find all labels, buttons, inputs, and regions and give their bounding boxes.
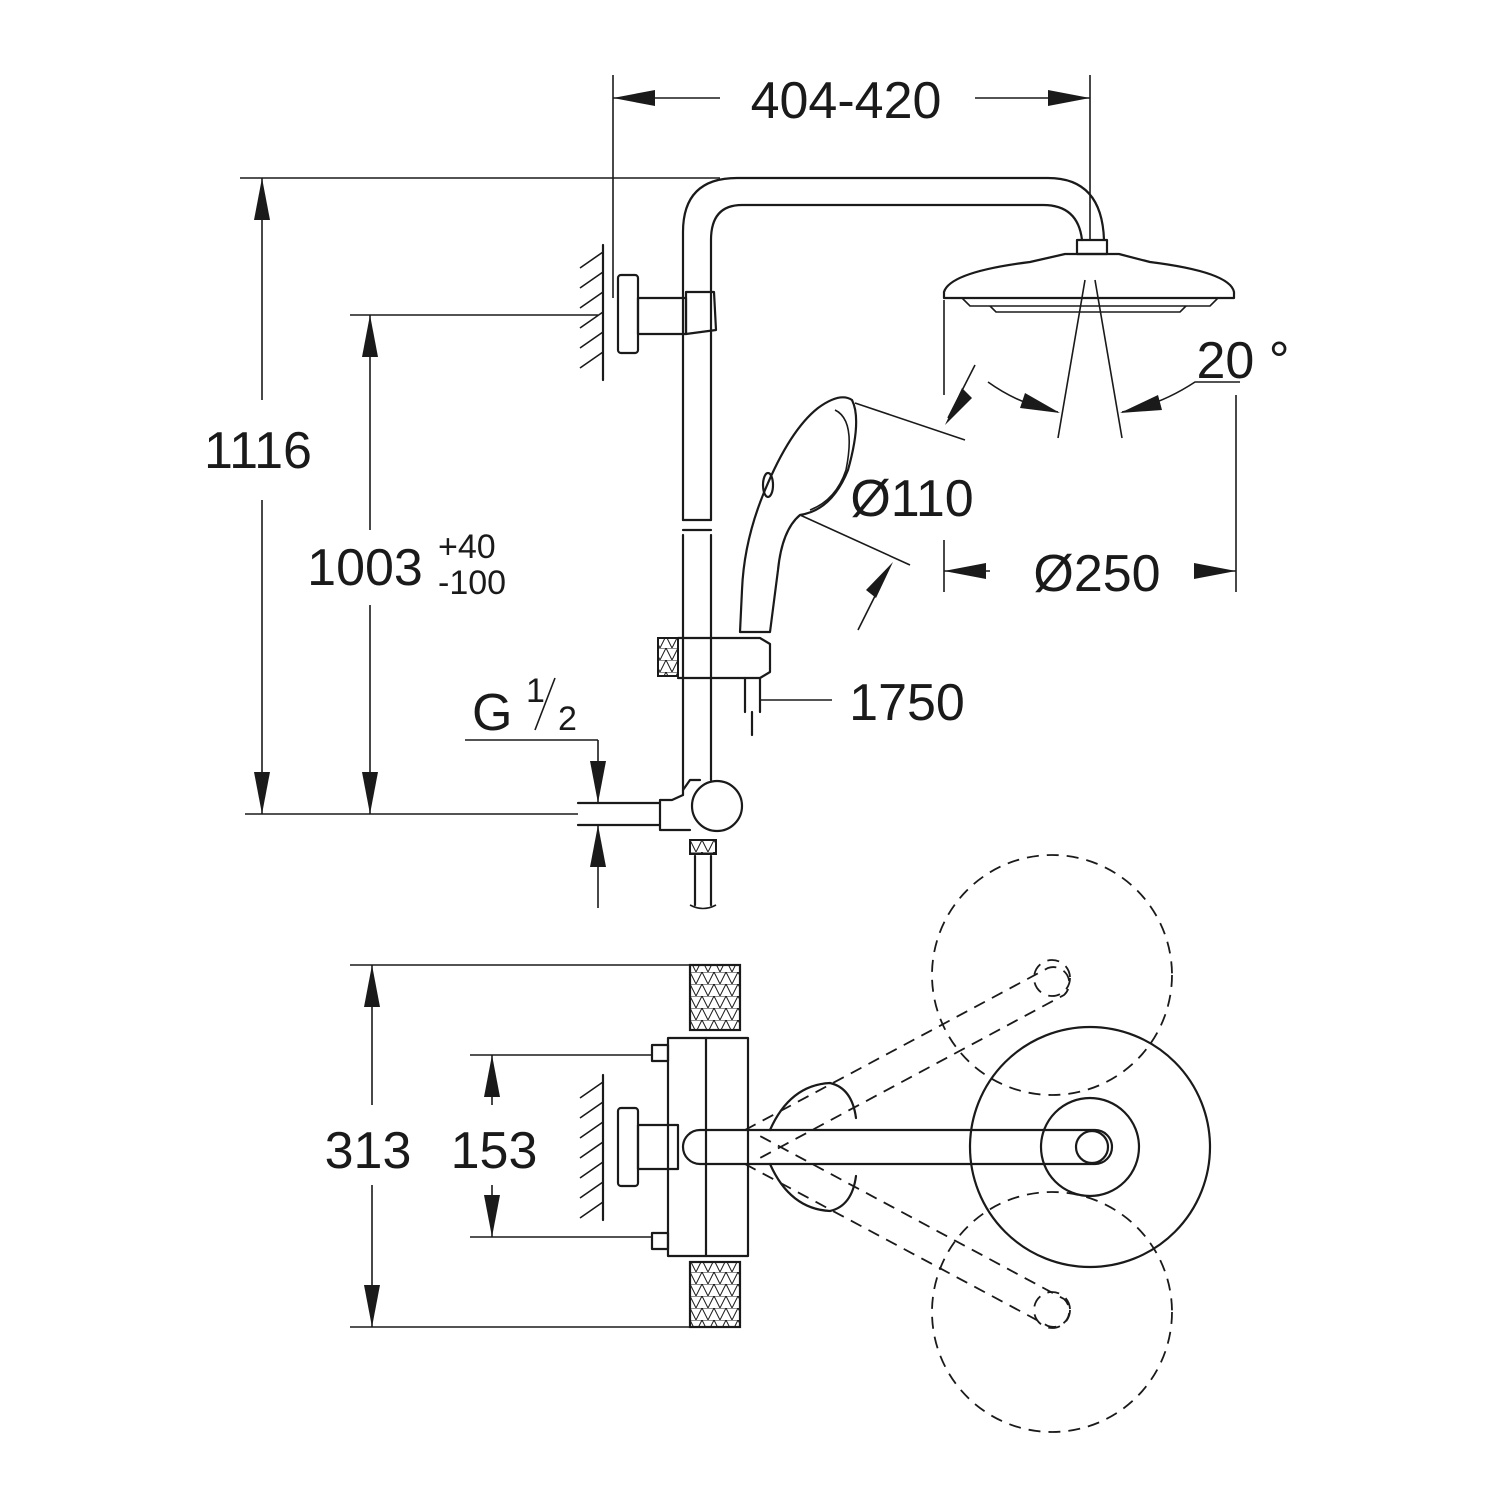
elevation-view: [240, 75, 1240, 910]
label-plan-depth: 313: [325, 1122, 412, 1180]
label-arm-reach: 404-420: [751, 72, 942, 130]
head-shower: [942, 238, 1236, 313]
outlet-elbow: [576, 778, 744, 910]
label-tilt-angle: 20 °: [1196, 332, 1289, 390]
label-total-height: 1116: [204, 422, 312, 480]
upper-wall-bracket: [616, 273, 718, 355]
label-thread-g: G: [472, 684, 512, 742]
label-hose-length: 1750: [849, 674, 965, 732]
label-headshower-diameter: Ø250: [1033, 545, 1160, 603]
dimension-total-height: [240, 177, 720, 815]
label-height-main: 1003: [307, 539, 423, 597]
label-plan-inlet-spacing: 153: [451, 1122, 538, 1180]
rotation-positions-dashed: [744, 854, 1173, 1433]
riser-pipe: [681, 176, 1106, 797]
wall-hatch-lower: [579, 1073, 605, 1222]
label-height-tol-minus: -100: [438, 564, 506, 602]
thermostat-mixer: [616, 963, 750, 1329]
label-handshower-diameter: Ø110: [850, 470, 973, 528]
dimension-bracket-height: [350, 314, 598, 814]
dimension-arm-reach: [612, 75, 1091, 298]
overhead-arm-plan: [681, 1025, 1212, 1269]
hand-shower-plan: [768, 1081, 858, 1213]
wall-hatch-upper: [579, 243, 605, 382]
label-height-tol-plus: +40: [438, 528, 496, 566]
dimension-inlet-spacing: [470, 1054, 652, 1238]
dimension-plan-depth: [350, 964, 690, 1328]
dimension-thread: [465, 739, 606, 908]
dimension-headshower-diameter: [943, 300, 1237, 592]
dimension-tilt-angle: [987, 279, 1240, 439]
plan-view: [350, 854, 1212, 1433]
dimension-handshower-diameter: [799, 364, 976, 631]
shower-slider: [657, 636, 772, 737]
label-thread-numerator: 1: [526, 672, 545, 710]
hand-shower: [738, 396, 858, 634]
thread-fraction-slash: [534, 677, 556, 731]
label-thread-denominator: 2: [558, 700, 577, 738]
